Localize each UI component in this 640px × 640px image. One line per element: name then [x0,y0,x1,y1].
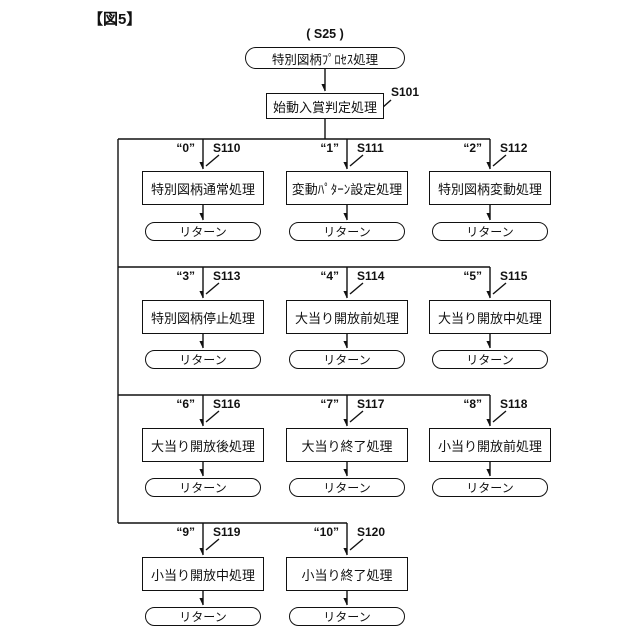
return-node-s113: リターン [145,350,261,369]
return-node-s116: リターン [145,478,261,497]
step-label-s115: S115 [500,269,528,283]
process-box-s116: 大当り開放後処理 [142,428,264,462]
return-node-s110: リターン [145,222,261,241]
step-label-s119: S119 [213,525,241,539]
judge-process-box: 始動入賞判定処理 [266,93,384,119]
return-node-s118: リターン [432,478,548,497]
process-box-s120: 小当り終了処理 [286,557,408,591]
step-label-s117: S117 [357,397,385,411]
case-label-6: “6” [176,397,195,411]
process-box-s111: 変動ﾊﾟﾀｰﾝ設定処理 [286,171,408,205]
case-label-5: “5” [463,269,482,283]
step-label-s112: S112 [500,141,528,155]
step-label-s113: S113 [213,269,241,283]
step-label-s118: S118 [500,397,528,411]
step-label-s114: S114 [357,269,385,283]
start-step-label: ( S25 ) [306,27,344,41]
step-label-s111: S111 [357,141,384,155]
process-box-s115: 大当り開放中処理 [429,300,551,334]
case-label-4: “4” [320,269,339,283]
return-node-s115: リターン [432,350,548,369]
case-label-10: “10” [313,525,339,539]
process-box-s118: 小当り開放前処理 [429,428,551,462]
step-label-s110: S110 [213,141,241,155]
case-label-0: “0” [176,141,195,155]
case-label-7: “7” [320,397,339,411]
process-box-s113: 特別図柄停止処理 [142,300,264,334]
step-label-s101: S101 [391,85,420,99]
step-label-s120: S120 [357,525,386,539]
case-label-2: “2” [463,141,482,155]
process-box-s117: 大当り終了処理 [286,428,408,462]
figure-label: 【図5】 [88,11,142,28]
return-node-s120: リターン [289,607,405,626]
return-node-s114: リターン [289,350,405,369]
case-label-8: “8” [463,397,482,411]
return-node-s119: リターン [145,607,261,626]
return-node-s112: リターン [432,222,548,241]
process-box-s110: 特別図柄通常処理 [142,171,264,205]
process-box-s112: 特別図柄変動処理 [429,171,551,205]
return-node-s117: リターン [289,478,405,497]
case-label-1: “1” [320,141,339,155]
process-box-s114: 大当り開放前処理 [286,300,408,334]
case-label-9: “9” [176,525,195,539]
return-node-s111: リターン [289,222,405,241]
start-node: 特別図柄ﾌﾟﾛｾｽ処理 [245,47,405,69]
process-box-s119: 小当り開放中処理 [142,557,264,591]
case-label-3: “3” [176,269,195,283]
step-label-s116: S116 [213,397,241,411]
